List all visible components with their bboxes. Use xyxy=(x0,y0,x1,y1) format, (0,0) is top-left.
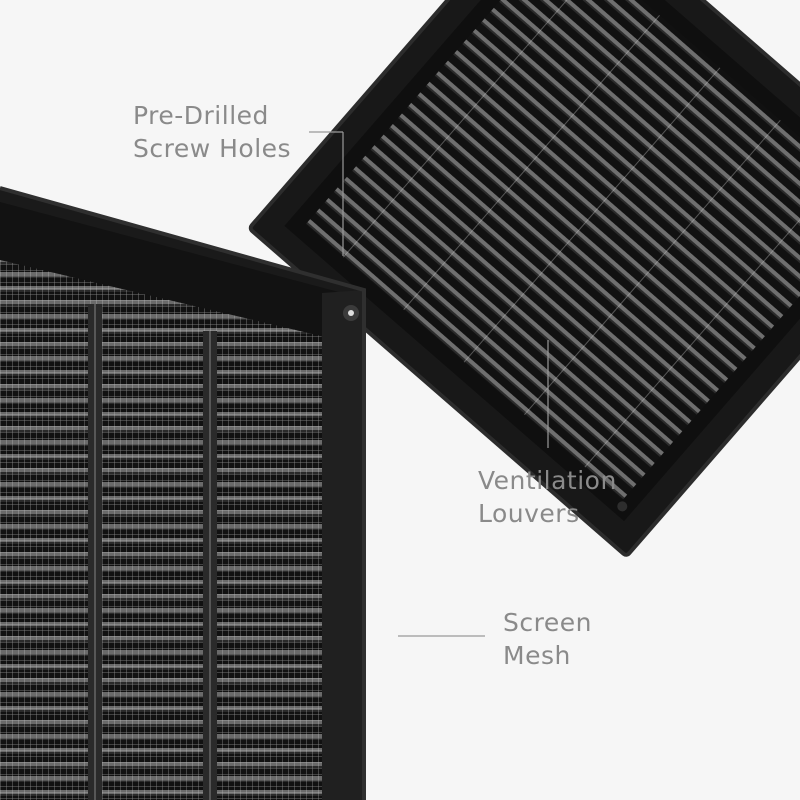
ventilation-louvers-label-line1: Ventilation xyxy=(478,466,617,495)
screen-mesh-label-line2: Mesh xyxy=(503,641,571,670)
ventilation-louvers-label: Ventilation Louvers xyxy=(478,464,617,530)
screw-holes-label-line2: Screw Holes xyxy=(133,134,292,163)
top-right-vent xyxy=(248,0,800,557)
screen-mesh-label: Screen Mesh xyxy=(503,606,592,672)
bottom-left-vent xyxy=(0,186,366,800)
screen-mesh-label-line1: Screen xyxy=(503,608,592,637)
screw-holes-label: Pre-Drilled Screw Holes xyxy=(133,99,291,165)
screw-hole-center-icon xyxy=(348,310,354,316)
screw-holes-label-line1: Pre-Drilled xyxy=(133,101,269,130)
vent-screw-hole xyxy=(617,501,628,512)
ventilation-louvers-label-line2: Louvers xyxy=(478,499,580,528)
